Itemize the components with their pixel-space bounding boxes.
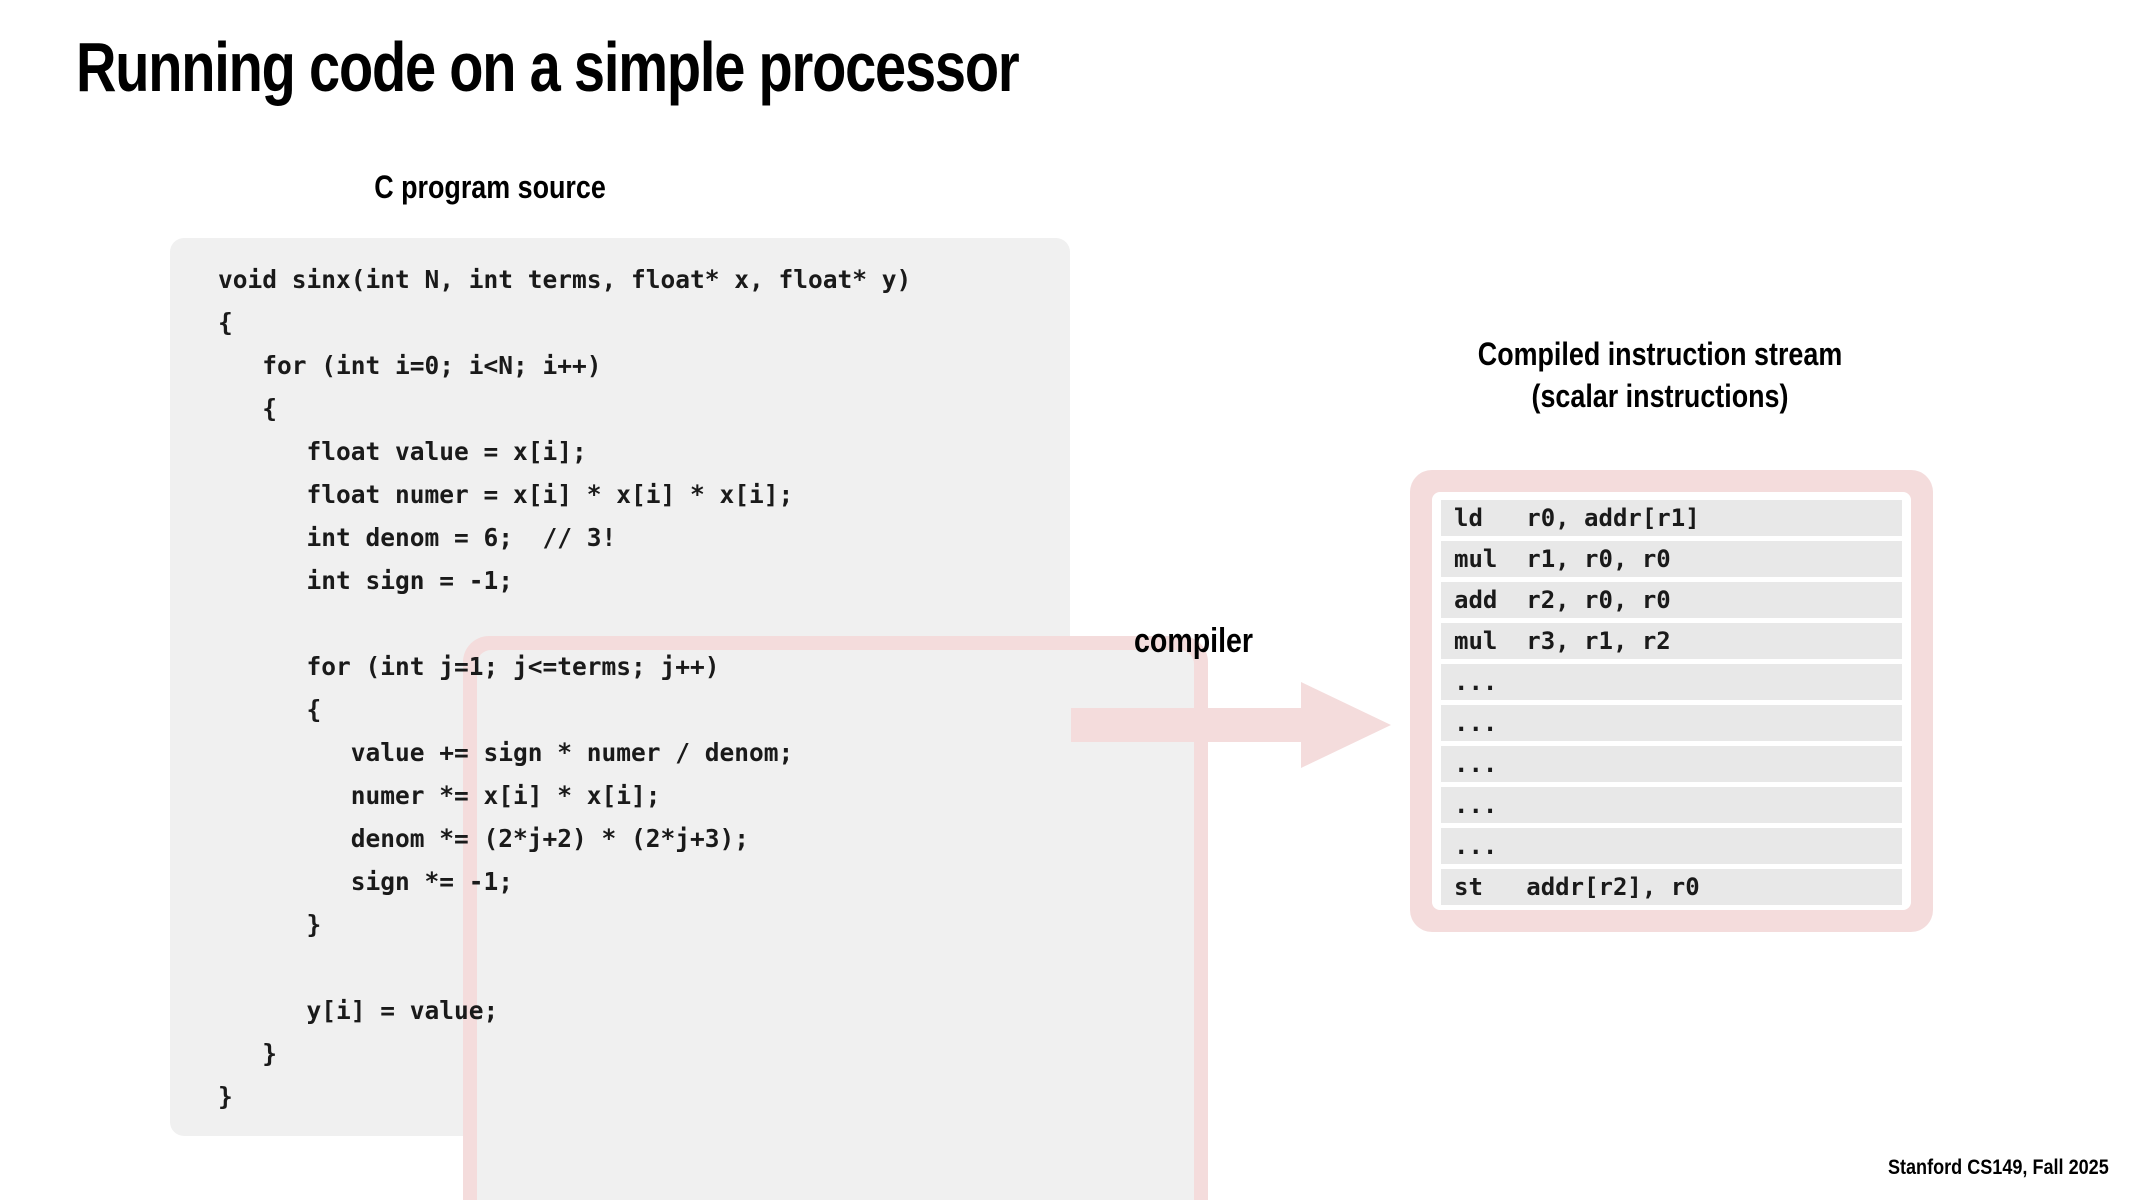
- right-arrow-icon: [1071, 680, 1391, 770]
- c-source-code: void sinx(int N, int terms, float* x, fl…: [218, 265, 912, 1111]
- page-title: Running code on a simple processor: [76, 28, 1020, 106]
- c-source-heading: C program source: [374, 169, 606, 205]
- instruction-row: ...: [1441, 664, 1902, 700]
- instruction-row: mul r1, r0, r0: [1441, 541, 1902, 577]
- instruction-row: mul r3, r1, r2: [1441, 623, 1902, 659]
- instruction-row: ld r0, addr[r1]: [1441, 500, 1902, 536]
- slide-footer: Stanford CS149, Fall 2025: [1888, 1156, 2109, 1179]
- instruction-stream-heading-line2: (scalar instructions): [1531, 378, 1789, 414]
- instruction-row: ...: [1441, 705, 1902, 741]
- instruction-row: ...: [1441, 746, 1902, 782]
- instruction-row: st addr[r2], r0: [1441, 869, 1902, 905]
- instruction-row: add r2, r0, r0: [1441, 582, 1902, 618]
- c-source-panel: void sinx(int N, int terms, float* x, fl…: [170, 238, 1208, 1200]
- instruction-row: ...: [1441, 828, 1902, 864]
- instruction-stream-heading: Compiled instruction stream (scalar inst…: [1400, 333, 1921, 417]
- compiler-label: compiler: [1134, 622, 1254, 660]
- instruction-stream-heading-line1: Compiled instruction stream: [1477, 336, 1843, 372]
- instruction-list: ld r0, addr[r1] mul r1, r0, r0 add r2, r…: [1432, 492, 1911, 910]
- instruction-row: ...: [1441, 787, 1902, 823]
- instruction-stream-panel: ld r0, addr[r1] mul r1, r0, r0 add r2, r…: [1410, 470, 1933, 932]
